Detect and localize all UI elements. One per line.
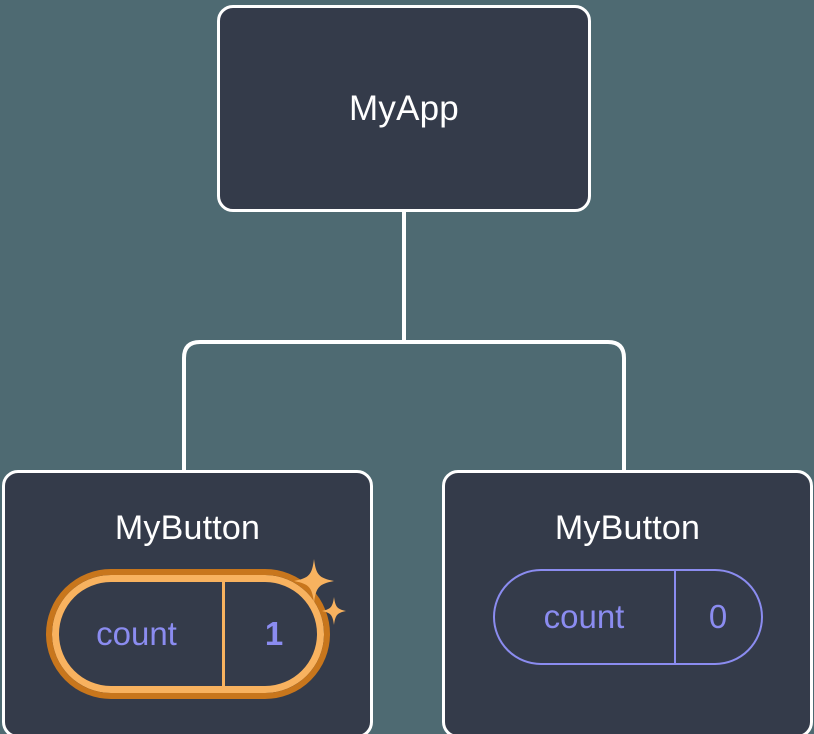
component-node-mybutton-right[interactable]: MyButton count 0 [442,470,813,734]
edge-branch-bus [182,340,626,472]
state-key-label: count [96,615,177,652]
state-pill-wrapper: count 0 [445,569,810,665]
state-value-label: 0 [708,598,728,635]
state-divider [221,575,225,693]
component-name-label: MyButton [114,509,261,547]
component-node-mybutton-left[interactable]: MyButton count 1 [2,470,373,734]
component-node-myapp[interactable]: MyApp [217,5,591,212]
state-key-label: count [543,598,625,635]
state-pill-wrapper: count 1 [5,559,370,699]
component-name-label: MyApp [349,89,459,128]
state-value-label: 1 [264,615,284,652]
state-pill-highlighted[interactable]: count 1 [45,569,330,699]
state-pill[interactable]: count 0 [492,569,763,665]
component-name-label: MyButton [554,509,701,547]
state-divider [673,571,676,663]
